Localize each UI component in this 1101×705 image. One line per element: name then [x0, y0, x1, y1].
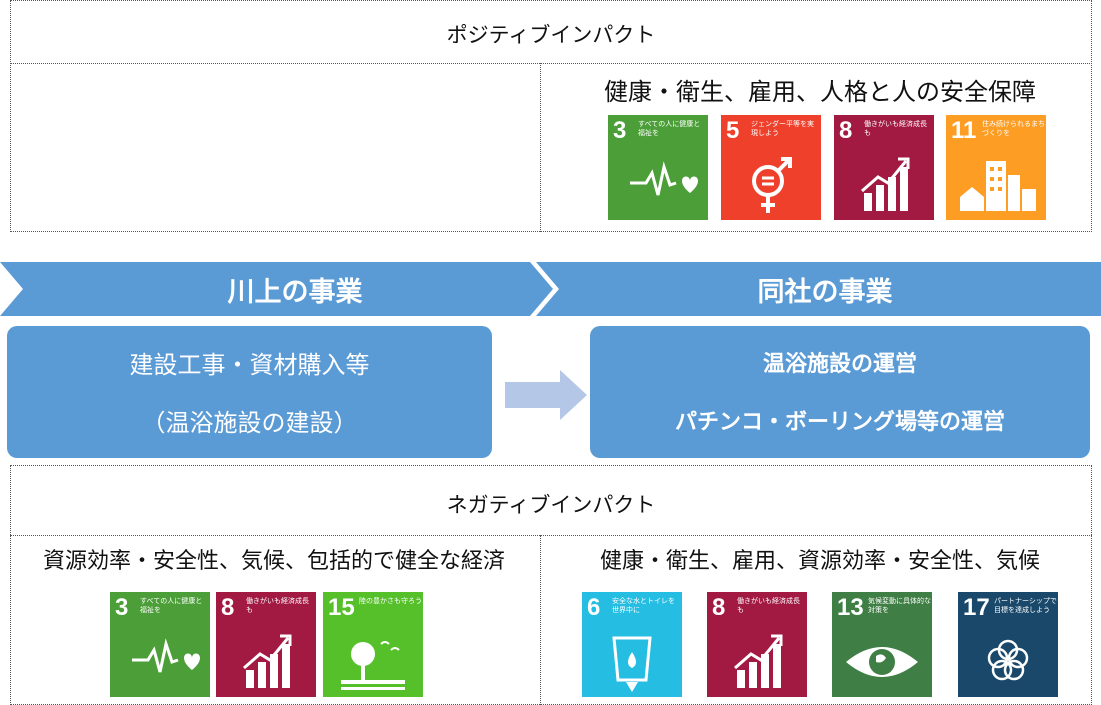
company-business-line1: 温浴施設の運営 — [762, 352, 917, 377]
sdg-number: 3 — [115, 594, 129, 621]
sdg-number: 8 — [712, 594, 726, 621]
negative-right-label: 健康・衛生、雇用、資源効率・安全性、気候 — [599, 549, 1040, 574]
positive-impact-panel — [10, 0, 1092, 232]
negative-column-divider — [540, 535, 541, 705]
sdg-number: 11 — [951, 117, 977, 144]
tree-icon — [341, 641, 405, 690]
upstream-business-line2: （温浴施設の建設） — [141, 408, 358, 437]
sdg-15-goal: 15 陸の豊かさも守ろう — [323, 592, 423, 697]
sdg-title: ジェンダー平等を実現しよう — [751, 120, 814, 137]
city-buildings-icon — [960, 161, 1036, 211]
sdg-title: 働きがいも経済成長も — [246, 597, 309, 614]
sdg-8-goal: 8 働きがいも経済成長も — [707, 592, 807, 697]
sdg-number: 15 — [328, 594, 355, 621]
negative-impact-heading: ネガティブインパクト — [446, 493, 656, 517]
growth-chart-icon — [734, 634, 783, 688]
sdg-title: 働きがいも経済成長も — [737, 597, 800, 614]
sdg-title: 安全な水とトイレを世界中に — [612, 597, 675, 614]
company-chevron — [536, 262, 1101, 316]
sdg-title: すべての人に健康と福祉を — [140, 597, 203, 614]
sdg-number: 8 — [221, 594, 235, 621]
sdg-title: パートナーシップで目標を達成しよう — [994, 597, 1057, 614]
upstream-chevron — [0, 262, 553, 316]
water-drop-icon — [612, 636, 652, 692]
sdg-number: 3 — [613, 117, 627, 144]
partnership-rings-icon — [987, 639, 1029, 681]
sdg-title: 働きがいも経済成長も — [864, 120, 927, 137]
sdg-6-goal: 6 安全な水とトイレを世界中に — [582, 592, 682, 697]
heartbeat-icon — [132, 638, 200, 673]
heartbeat-icon — [630, 161, 698, 196]
sdg-5-goal: 5 ジェンダー平等を実現しよう — [721, 115, 821, 220]
earth-eye-icon — [846, 647, 918, 677]
sdg-number: 17 — [963, 594, 990, 621]
negative-header-divider — [10, 535, 1092, 536]
growth-chart-icon — [861, 157, 910, 211]
sdg-number: 8 — [839, 117, 853, 144]
sdg-13-goal: 13 気候変動に具体的な対策を — [832, 592, 932, 697]
positive-impact-heading: ポジティブインパクト — [446, 23, 656, 47]
sdg-8-goal: 8 働きがいも経済成長も — [834, 115, 934, 220]
sdg-17-goal: 17 パートナーシップで目標を達成しよう — [958, 592, 1058, 697]
sdg-title: 気候変動に具体的な対策を — [868, 597, 931, 614]
flow-arrow — [505, 370, 587, 420]
company-business-box: 温浴施設の運営 パチンコ・ボーリング場等の運営 — [590, 326, 1090, 458]
sdg-title: 住み続けられるまちづくりを — [982, 120, 1045, 137]
positive-column-divider — [540, 63, 541, 232]
company-business-title: 同社の事業 — [757, 276, 893, 308]
sdg-title: 陸の豊かさも守ろう — [359, 597, 422, 605]
sdg-3-goal: 3 すべての人に健康と福祉を — [110, 592, 210, 697]
business-flow-band — [0, 262, 1101, 316]
sdg-number: 5 — [726, 117, 740, 144]
gender-equality-icon — [752, 157, 792, 213]
company-business-line2: パチンコ・ボーリング場等の運営 — [674, 410, 1005, 435]
growth-chart-icon — [243, 634, 292, 688]
positive-impact-label: 健康・衛生、雇用、人格と人の安全保障 — [604, 77, 1036, 106]
sdg-8-goal: 8 働きがいも経済成長も — [216, 592, 316, 697]
sdg-11-goal: 11 住み続けられるまちづくりを — [946, 115, 1046, 220]
sdg-number: 6 — [587, 594, 601, 621]
sdg-title: すべての人に健康と福祉を — [638, 120, 701, 137]
sdg-number: 13 — [837, 594, 864, 621]
negative-left-label: 資源効率・安全性、気候、包括的で健全な経済 — [42, 549, 505, 574]
positive-header-divider — [10, 63, 1092, 64]
upstream-business-box: 建設工事・資材購入等 （温浴施設の建設） — [7, 326, 492, 458]
upstream-business-line1: 建設工事・資材購入等 — [129, 350, 370, 379]
sdg-3-goal: 3 すべての人に健康と福祉を — [608, 115, 708, 220]
upstream-business-title: 川上の事業 — [227, 276, 363, 308]
